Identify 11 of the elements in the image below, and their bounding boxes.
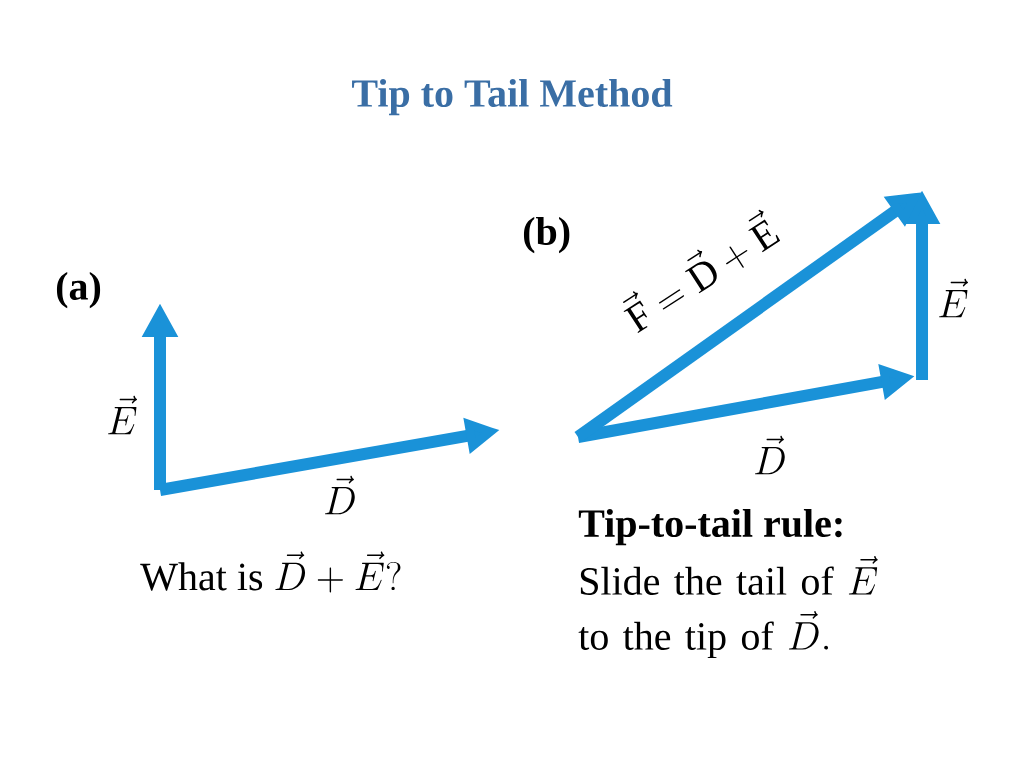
question-text: $\mbox{What is }\vec{D}+\vec{E}?$ xyxy=(140,551,401,593)
title: Tip to Tail Method xyxy=(352,78,673,116)
rule-text: $\mbox{Slide the tail of }\vec{E}\allowbreak\ \mbox{to the tip of }\vec{D}.$ xyxy=(578,555,878,659)
vector-label: $\vec{D}$ xyxy=(755,435,785,475)
panel-label: (b) xyxy=(523,216,570,254)
rule-heading: Tip-to-tail rule: xyxy=(578,508,842,546)
vector-label: $\vec{E}$ xyxy=(939,278,969,318)
equation-label: $\vec{\mathrm{F}}=\vec{\mathrm{D}}+\vec{\mathrm{E}}$ xyxy=(623,209,781,334)
vector-label: $\vec{E}$ xyxy=(108,395,138,435)
vector-label: $\vec{D}$ xyxy=(325,475,355,515)
panel-label: (a) xyxy=(56,271,101,309)
